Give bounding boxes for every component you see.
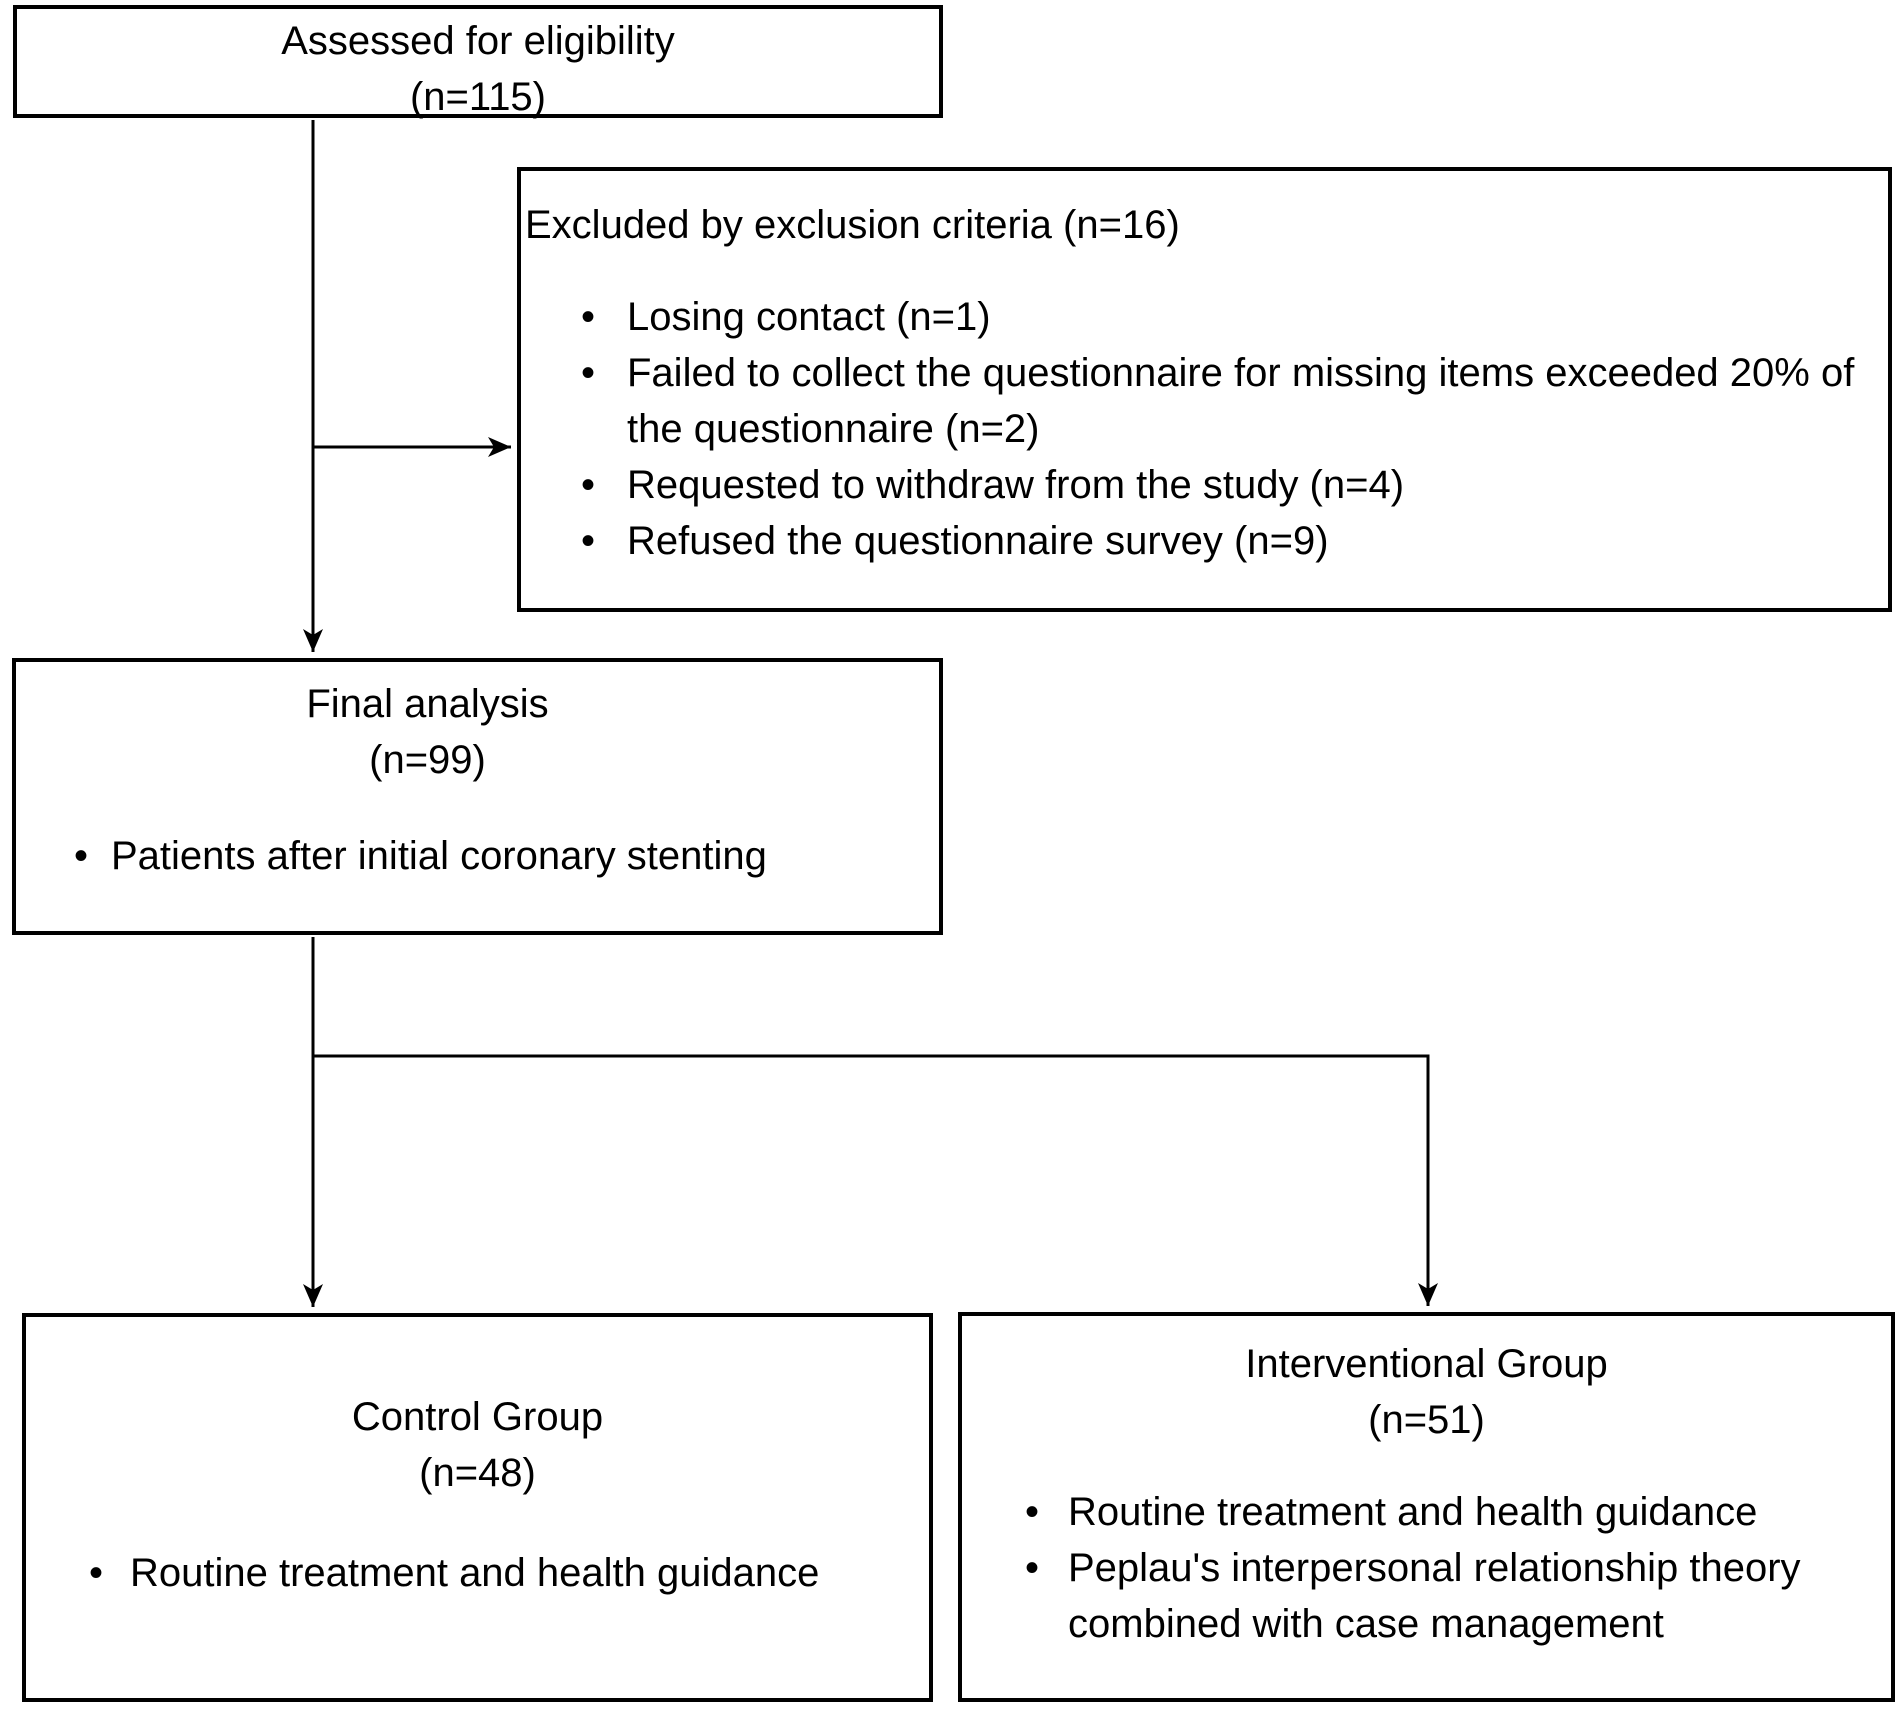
box-title: Final analysis — [306, 682, 549, 726]
bullet-item: Patients after initial coronary stenting — [74, 828, 939, 884]
box-title-block: Control Group (n=48) — [26, 1389, 929, 1501]
box-count: (n=99) — [369, 738, 486, 782]
bullet-item: Failed to collect the questionnaire for … — [581, 345, 1855, 457]
box-title: Excluded by exclusion criteria (n=16) — [525, 203, 1180, 247]
box-count: (n=51) — [1368, 1398, 1485, 1442]
box-count: (n=115) — [409, 75, 546, 119]
bullet-item: Losing contact (n=1) — [581, 289, 1855, 345]
box-final-analysis: Final analysis (n=99) Patients after ini… — [12, 658, 943, 935]
box-count: (n=48) — [419, 1451, 536, 1495]
box-interventional-group: Interventional Group (n=51) Routine trea… — [958, 1312, 1895, 1702]
interventional-group-list: Routine treatment and health guidancePep… — [962, 1484, 1887, 1652]
box-assessed-for-eligibility: Assessed for eligibility (n=115) — [13, 5, 943, 119]
box-title-block: Interventional Group (n=51) — [962, 1336, 1891, 1448]
control-group-list: Routine treatment and health guidance — [26, 1545, 929, 1601]
box-title: Interventional Group — [1245, 1342, 1608, 1386]
bullet-item: Peplau's interpersonal relationship theo… — [1025, 1540, 1887, 1652]
box-title-block: Final analysis (n=99) — [16, 676, 939, 788]
connector-final-to-interventional — [313, 1054, 1438, 1306]
excluded-reasons-list: Losing contact (n=1)Failed to collect th… — [525, 289, 1855, 569]
box-title: Control Group — [351, 1395, 604, 1439]
box-excluded: Excluded by exclusion criteria (n=16) Lo… — [517, 167, 1892, 612]
bullet-item: Requested to withdraw from the study (n=… — [581, 457, 1855, 513]
bullet-item: Refused the questionnaire survey (n=9) — [581, 513, 1855, 569]
bullet-item: Routine treatment and health guidance — [89, 1545, 929, 1601]
box-title: Assessed for eligibility — [281, 19, 675, 63]
final-analysis-list: Patients after initial coronary stenting — [16, 828, 939, 884]
bullet-item: Routine treatment and health guidance — [1025, 1484, 1887, 1540]
box-control-group: Control Group (n=48) Routine treatment a… — [22, 1313, 933, 1702]
